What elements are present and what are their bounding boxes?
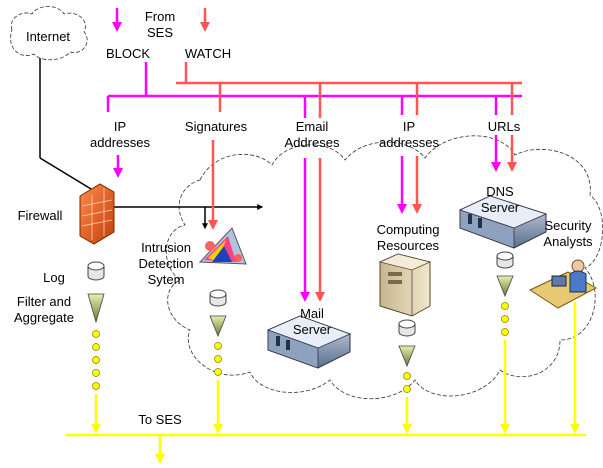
ids-icon: [198, 227, 247, 265]
funnel-icon-log: [87, 293, 105, 324]
funnel-icon-computing: [398, 345, 416, 368]
internet-cloud-icon: [10, 6, 88, 61]
funnel-icon-ids: [209, 315, 227, 338]
mail-server-icon: [266, 315, 352, 369]
ids-label-2: Detection: [139, 256, 194, 271]
email-addresses-label-1: Email: [296, 119, 329, 134]
dns-server-icon: [458, 195, 548, 249]
ip-addresses-left-label-1: IP: [114, 119, 126, 134]
funnel-icon-dns: [496, 275, 514, 298]
computing-label-2: Resources: [377, 238, 440, 253]
database-icon-computing: [398, 319, 416, 337]
ip-addresses-left-label-2: addresses: [90, 135, 150, 150]
urls-label: URLs: [488, 119, 521, 134]
signatures-label: Signatures: [185, 119, 248, 134]
dns-server-label-1: DNS: [486, 184, 514, 199]
to-ses-label: To SES: [138, 412, 182, 427]
block-label: BLOCK: [106, 46, 150, 61]
security-analysts-label-2: Analysts: [543, 234, 593, 249]
computing-label-1: Computing: [377, 222, 440, 237]
mail-server-label-1: Mail: [300, 306, 324, 321]
ids-label-1: Intrusion: [141, 240, 191, 255]
email-addresses-label-2: Addreses: [285, 135, 340, 150]
firewall-icon: [79, 183, 115, 245]
database-icon-dns: [496, 251, 514, 269]
ip-addresses-mid-label-2: addresses: [379, 135, 439, 150]
log-label: Log: [43, 270, 65, 285]
yellow-dots: [92, 302, 509, 393]
dns-server-label-2: Server: [481, 200, 520, 215]
filter-aggregate-label-2: Aggregate: [14, 310, 74, 325]
security-analysts-label-1: Security: [545, 218, 592, 233]
watch-label: WATCH: [185, 46, 231, 61]
filter-aggregate-label-1: Filter and: [17, 294, 71, 309]
firewall-label: Firewall: [18, 208, 63, 223]
ip-addresses-mid-label-1: IP: [403, 119, 415, 134]
ids-label-3: Sytem: [148, 272, 185, 287]
database-icon-ids: [209, 289, 227, 307]
database-icon-log: [87, 261, 105, 281]
from-ses-label-2: SES: [147, 25, 173, 40]
from-ses-label-1: From: [145, 9, 175, 24]
internet-label: Internet: [26, 29, 70, 44]
mail-server-label-2: Server: [293, 322, 332, 337]
analyst-icon: [528, 259, 598, 309]
computing-tower-icon: [378, 253, 432, 317]
